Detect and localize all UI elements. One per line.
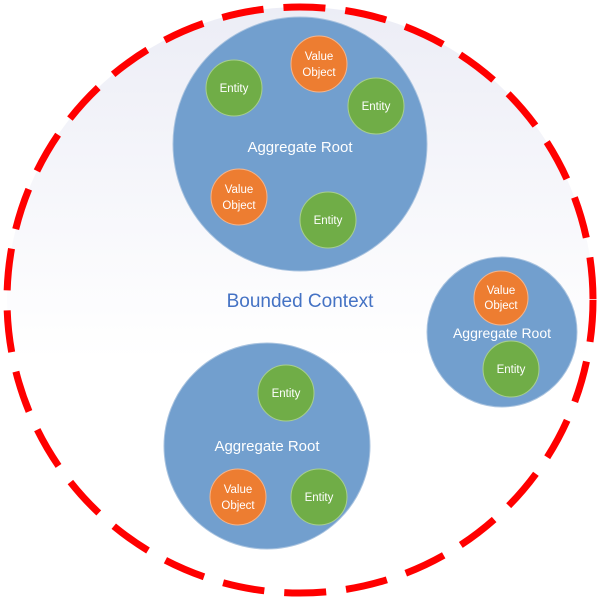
entity-circle (205, 59, 263, 117)
entity-circle (347, 77, 405, 135)
entity-circle (482, 340, 540, 398)
aggregate-root-bottom: Aggregate Root Entity Value Object Entit… (163, 342, 371, 550)
value-object-label-line1: Value (224, 484, 253, 496)
entity-label: Entity (314, 215, 343, 227)
value-object-label-line2: Object (221, 500, 255, 512)
aggregate-root-main: Aggregate Root Value Object Entity Entit… (172, 16, 428, 272)
value-object-node: Value Object (290, 35, 348, 93)
aggregate-root-right: Aggregate Root Value Object Entity (426, 256, 578, 408)
value-object-node: Value Object (210, 168, 268, 226)
entity-node: Entity (205, 59, 263, 117)
value-object-label-line2: Object (484, 300, 518, 312)
entity-label: Entity (272, 388, 301, 400)
entity-node: Entity (347, 77, 405, 135)
aggregate-root-circle (426, 256, 578, 408)
entity-label: Entity (497, 364, 526, 376)
aggregate-root-label: Aggregate Root (247, 139, 353, 156)
entity-node: Entity (482, 340, 540, 398)
aggregate-root-label: Aggregate Root (453, 325, 551, 341)
value-object-label-line2: Object (302, 67, 336, 79)
entity-label: Entity (362, 101, 391, 113)
value-object-label-line1: Value (487, 285, 516, 297)
entity-label: Entity (305, 492, 334, 504)
entity-node: Entity (299, 191, 357, 249)
value-object-circle (473, 270, 529, 326)
entity-circle (299, 191, 357, 249)
value-object-label-line1: Value (225, 184, 254, 196)
value-object-node: Value Object (209, 468, 267, 526)
value-object-circle (210, 168, 268, 226)
value-object-node: Value Object (473, 270, 529, 326)
value-object-label-line2: Object (222, 200, 256, 212)
entity-node: Entity (257, 364, 315, 422)
bounded-context-boundary (3, 3, 597, 597)
value-object-circle (290, 35, 348, 93)
entity-circle (290, 468, 348, 526)
entity-circle (257, 364, 315, 422)
aggregate-root-label: Aggregate Root (214, 438, 320, 455)
entity-node: Entity (290, 468, 348, 526)
value-object-label-line1: Value (305, 51, 334, 63)
bounded-context-label: Bounded Context (227, 291, 375, 312)
entity-label: Entity (220, 83, 249, 95)
value-object-circle (209, 468, 267, 526)
